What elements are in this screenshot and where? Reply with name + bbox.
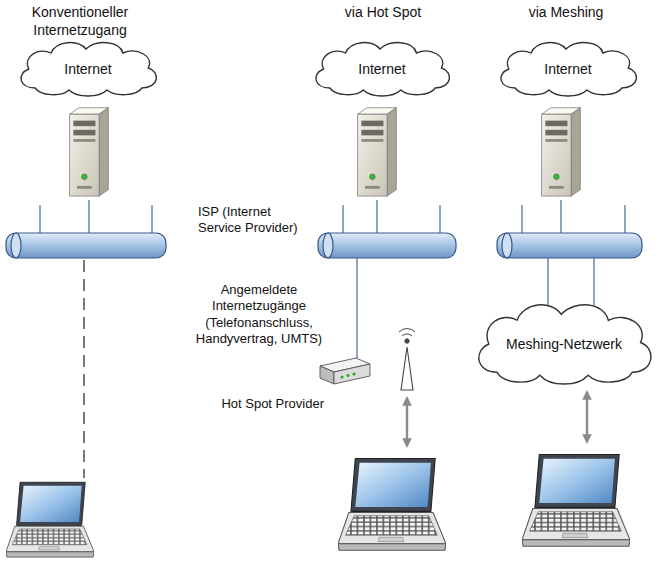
bus-stubs bbox=[40, 200, 625, 234]
cloud-label: Meshing-Netzwerk bbox=[506, 336, 622, 352]
cloud-label: Internet bbox=[358, 61, 405, 77]
internet-cloud: Internet bbox=[14, 38, 162, 100]
antenna bbox=[399, 329, 415, 390]
cloud-label: Internet bbox=[64, 61, 111, 77]
cloud-label-box: Internet bbox=[309, 38, 455, 100]
access-bus bbox=[6, 233, 642, 258]
dial-up-line bbox=[83, 260, 84, 478]
isp-server bbox=[70, 108, 109, 196]
cloud-label-box: Internet bbox=[14, 38, 162, 100]
laptop bbox=[6, 482, 94, 557]
column-heading: Konventioneller Internetzugang bbox=[10, 4, 150, 39]
mesh-uplinks bbox=[548, 258, 594, 306]
internet-cloud: Internet bbox=[494, 38, 642, 100]
isp-server bbox=[358, 108, 397, 196]
internet-cloud: Internet bbox=[309, 38, 455, 100]
wireless-link bbox=[406, 398, 408, 446]
laptop bbox=[522, 454, 630, 546]
annotation: ISP (Internet Service Provider) bbox=[198, 204, 310, 237]
isp-server bbox=[542, 108, 581, 196]
column-heading: via Hot Spot bbox=[313, 4, 453, 22]
mesh-cloud: Meshing-Netzwerk bbox=[470, 298, 658, 390]
laptop bbox=[338, 458, 446, 550]
annotation: Angemeldete Internetzugänge (Telefonansc… bbox=[190, 282, 328, 347]
column-heading: via Meshing bbox=[496, 4, 636, 22]
cloud-label-box: Internet bbox=[494, 38, 642, 100]
wireless-link bbox=[586, 392, 588, 442]
cloud-label: Internet bbox=[544, 61, 591, 77]
router bbox=[320, 358, 370, 384]
cloud-label-box: Meshing-Netzwerk bbox=[470, 298, 658, 390]
hotspot-line bbox=[356, 258, 357, 360]
annotation: Hot Spot Provider bbox=[208, 396, 324, 412]
